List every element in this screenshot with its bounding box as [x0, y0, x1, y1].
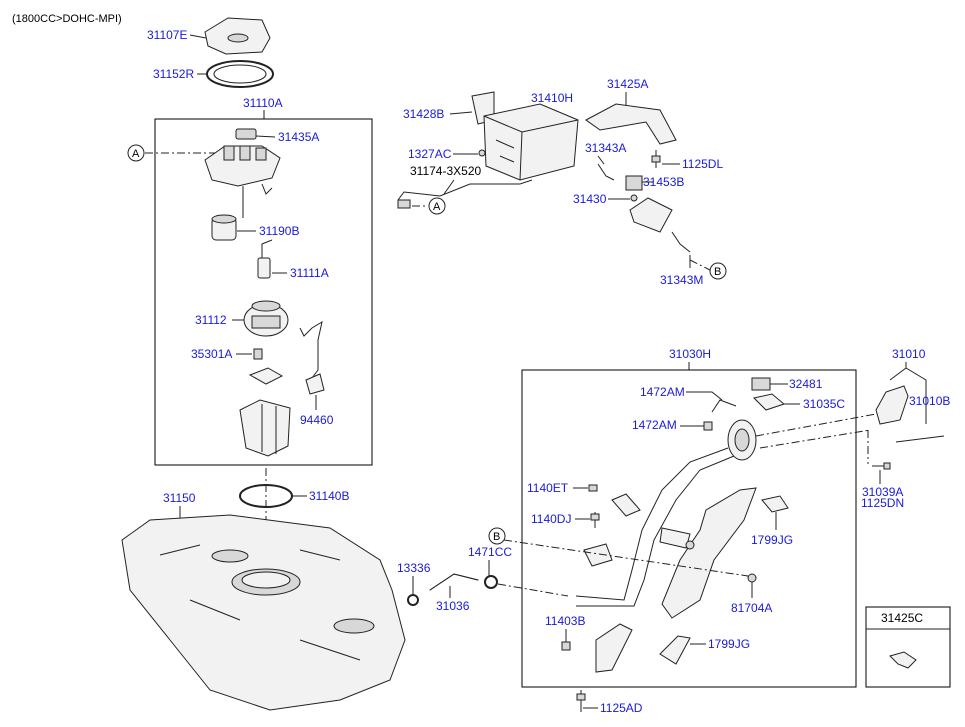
label-1140DJ: 1140DJ — [531, 512, 571, 526]
filter-31430 — [629, 194, 673, 233]
cover-plate-31107E — [204, 17, 271, 55]
hose-connector — [397, 199, 411, 209]
label-13336: 13336 — [397, 561, 431, 575]
pad-1799JG-upper — [761, 495, 789, 513]
pump-flange — [204, 145, 281, 218]
label-31343A: 31343A — [585, 141, 626, 155]
fuel-door-cable — [895, 435, 945, 443]
label-31107E: 31107E — [147, 28, 187, 42]
bolt-1125AD — [576, 690, 586, 712]
bracket-31425C — [889, 651, 917, 669]
label-1125DL: 1125DL — [682, 157, 723, 171]
module-bracket — [248, 367, 284, 385]
bracket-lower-2 — [659, 527, 691, 549]
hose-31343A — [597, 163, 615, 181]
label-31453B: 31453B — [643, 175, 684, 189]
filler-neck-group-box — [521, 369, 857, 688]
label-1140ET: 1140ET — [527, 481, 569, 495]
label-31112: 31112 — [195, 313, 227, 327]
label-1327AC: 1327AC — [408, 147, 452, 161]
label-1125AD: 1125AD — [600, 701, 643, 715]
label-1472AM-top: 1472AM — [640, 385, 685, 399]
filler-pipe — [575, 447, 729, 601]
filler-neck-head — [727, 419, 757, 461]
label-31010: 31010 — [892, 347, 926, 361]
engine-spec-header: (1800CC>DOHC-MPI) — [12, 13, 122, 25]
grommet-81704A — [747, 573, 757, 583]
hose-31343M — [671, 231, 691, 253]
label-1471CC: 1471CC — [468, 545, 512, 559]
bolt-1125DL — [651, 150, 661, 168]
hose-31036 — [429, 573, 479, 591]
label-1125DN: 1125DN — [861, 496, 904, 510]
reservoir-cup — [239, 399, 291, 457]
bracket-31425A — [585, 103, 677, 145]
callout-b-top: B — [714, 266, 721, 278]
lower-bracket — [595, 623, 633, 673]
bolt-11403B — [561, 641, 571, 651]
heat-shield — [661, 487, 757, 619]
label-31343M: 31343M — [660, 273, 703, 287]
label-31036: 31036 — [436, 599, 470, 613]
label-31174-3X520: 31174-3X520 — [410, 164, 482, 178]
vapor-hose-31174 — [397, 179, 533, 201]
bolt-1140ET — [588, 484, 598, 492]
pad-1799JG-lower — [659, 635, 691, 665]
fuel-tank-31150 — [121, 514, 406, 711]
clamp-1471CC — [484, 575, 498, 589]
pump-module-group-box — [154, 118, 373, 466]
sender-float-arm — [299, 320, 323, 379]
label-1472AM-lower: 1472AM — [632, 418, 677, 432]
bracket-upper — [611, 493, 641, 517]
label-31425C: 31425C — [881, 611, 923, 625]
callout-a-top: A — [433, 201, 441, 213]
lock-ring-31152R — [206, 60, 274, 88]
bracket-lower-1 — [583, 543, 613, 567]
callout-a-left: A — [132, 148, 140, 160]
label-11403B: 11403B — [545, 614, 585, 628]
label-31150: 31150 — [163, 491, 196, 505]
clamp-13336 — [407, 594, 419, 606]
part-35301A — [253, 348, 263, 360]
label-1799JG-lower: 1799JG — [708, 637, 750, 651]
bolt-31039A — [872, 462, 891, 470]
label-35301A: 35301A — [191, 347, 232, 361]
label-31110A: 31110A — [243, 96, 283, 110]
label-31425A: 31425A — [607, 77, 648, 91]
label-31435A: 31435A — [278, 130, 319, 144]
vent-elbow — [711, 399, 737, 413]
canister-31410H — [483, 103, 579, 181]
label-31039A: 31039A — [862, 485, 903, 499]
label-32481: 32481 — [789, 377, 823, 391]
callout-b-lower: B — [493, 531, 500, 543]
inset-box-31425C — [865, 606, 951, 688]
fuel-door-31010 — [875, 385, 909, 425]
label-31190B: 31190B — [259, 224, 299, 238]
label-1799JG-upper: 1799JG — [751, 533, 793, 547]
label-31111A: 31111A — [290, 266, 329, 280]
label-31035C: 31035C — [803, 397, 845, 411]
fuel-pump-31111A — [257, 239, 273, 279]
clip-32481 — [751, 377, 771, 391]
clamp-1472AM — [703, 421, 713, 431]
label-31010B: 31010B — [909, 394, 950, 408]
label-94460: 94460 — [300, 413, 334, 427]
clamp-ring — [685, 540, 695, 550]
label-31430: 31430 — [573, 192, 607, 206]
clip-31435A — [235, 128, 257, 140]
label-31030H: 31030H — [669, 347, 711, 361]
label-31428B: 31428B — [403, 107, 444, 121]
valve-31035C — [753, 393, 786, 411]
label-31140B: 31140B — [309, 489, 349, 503]
bolt-1140DJ — [590, 512, 600, 528]
pump-housing-31112 — [243, 300, 289, 337]
label-31410H: 31410H — [531, 91, 573, 105]
fuel-sender-94460 — [305, 373, 325, 395]
valve-31453B — [625, 175, 643, 191]
fuel-filter-31190B — [211, 214, 237, 241]
bolt-1327AC — [478, 149, 486, 157]
label-31152R: 31152R — [153, 67, 194, 81]
label-81704A: 81704A — [731, 601, 772, 615]
